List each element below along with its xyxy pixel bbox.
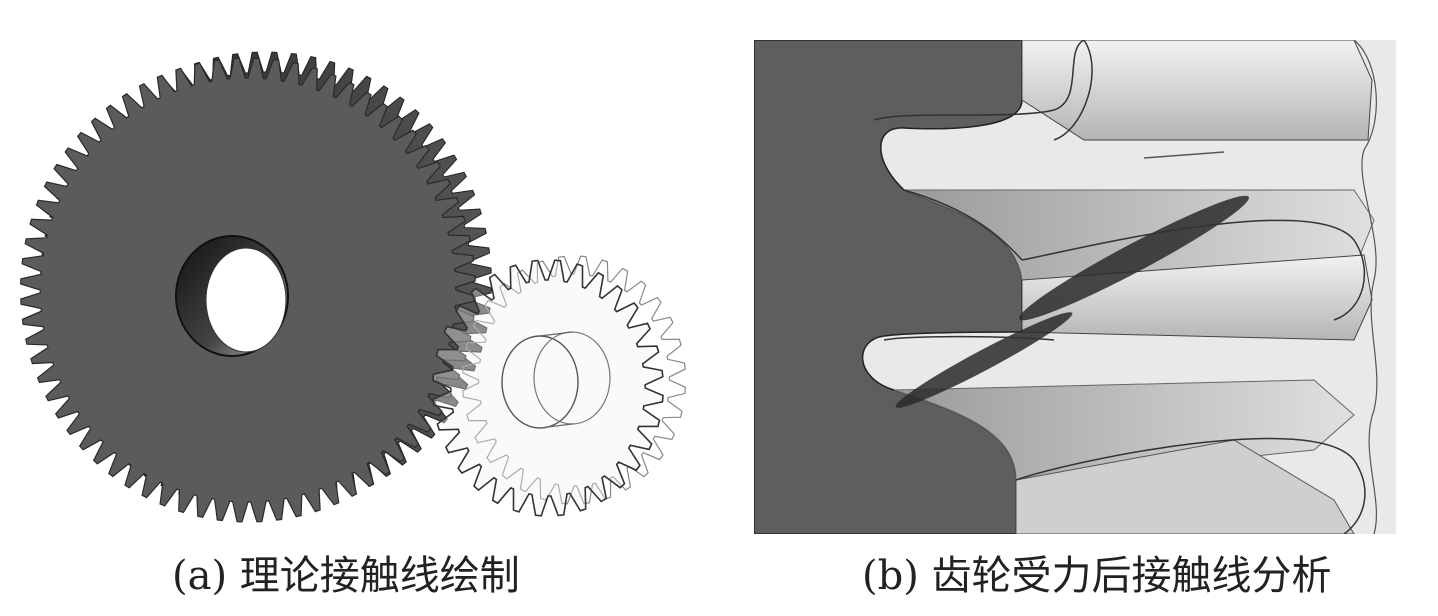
- large-gear-bore-inner: [205, 247, 287, 353]
- contact-line-upper: [1019, 195, 1249, 321]
- small-gear: [432, 255, 687, 517]
- small-gear-back-outline: [461, 255, 687, 505]
- tooth-band-3: [1015, 439, 1355, 534]
- caption-b: (b) 齿轮受力后接触线分析: [862, 553, 1332, 599]
- tooth-3-top-flank: [1015, 439, 1355, 534]
- mating-gear-outline: [873, 40, 1366, 534]
- tooth-1-top-flank: [1021, 40, 1373, 141]
- contact-line-lower: [895, 312, 1073, 408]
- panel-b-tooth-closeup: [754, 40, 1396, 534]
- small-gear-bore-bottom-edge: [539, 423, 573, 429]
- tooth-tip-highlight: [1143, 151, 1225, 159]
- gear-assembly-illustration: [20, 51, 687, 523]
- tooth-contact-closeup-illustration: [754, 40, 1396, 534]
- large-gear: [20, 51, 492, 523]
- caption-a: (a) 理论接触线绘制: [172, 553, 520, 599]
- small-gear-bore-top-edge: [539, 331, 573, 337]
- mating-gear-right-edge: [1353, 40, 1378, 534]
- tooth-band-1: [903, 40, 1375, 281]
- panel-a-gear-assembly: [0, 0, 700, 540]
- small-gear-face-outline: [432, 259, 664, 517]
- gear-body-dark-face: [754, 40, 1023, 534]
